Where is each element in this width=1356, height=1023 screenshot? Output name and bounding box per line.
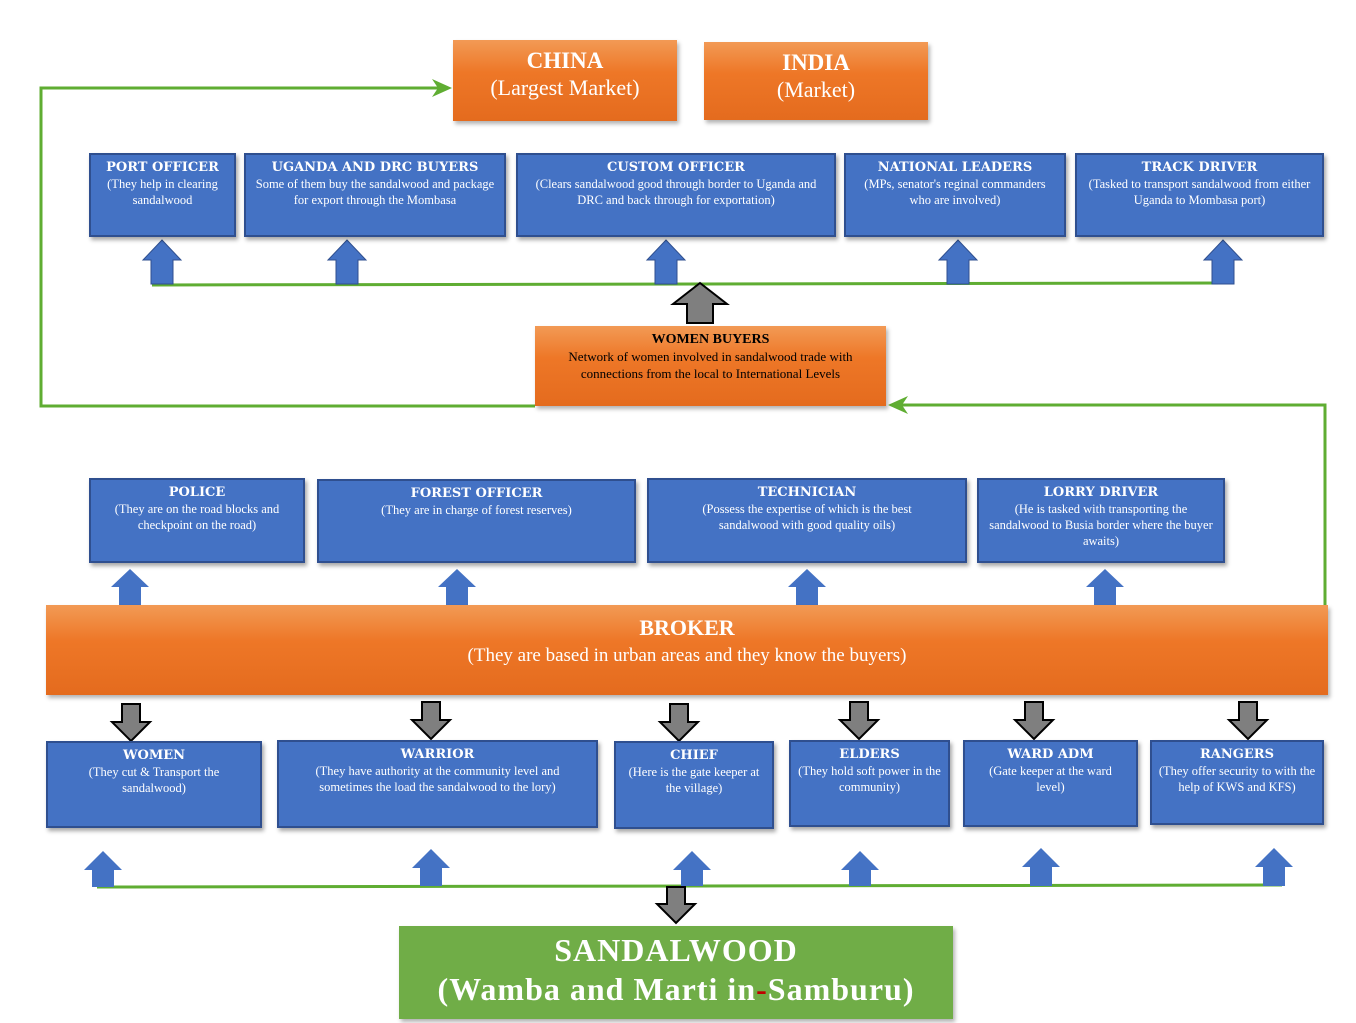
- actor-women: WOMEN (They cut & Transport the sandalwo…: [46, 741, 262, 828]
- actor-forest-officer: FOREST OFFICER (They are in charge of fo…: [317, 479, 636, 563]
- actor-title: WOMEN: [122, 748, 186, 763]
- up-arrow-lorry-driver: [1086, 569, 1124, 605]
- women-buyers-desc: Network of women involved in sandalwood …: [568, 349, 853, 381]
- actor-desc: (They cut & Transport the sandalwood): [88, 765, 220, 795]
- actor-desc: (They have authority at the community le…: [315, 764, 560, 794]
- actor-elders: ELDERS (They hold soft power in the comm…: [789, 740, 950, 827]
- sandalwood-source: SANDALWOOD (Wamba and Marti in-Samburu): [399, 926, 953, 1019]
- actor-rangers: RANGERS (They offer security to with the…: [1150, 740, 1324, 825]
- actor-title: LORRY DRIVER: [1043, 485, 1159, 500]
- market-india: INDIA (Market): [704, 42, 928, 120]
- up-arrow-rangers-local: [1255, 848, 1293, 886]
- flow-line-broker-to-women-buyers: [900, 403, 1327, 605]
- broker-desc: (They are based in urban areas and they …: [467, 645, 907, 666]
- down-arrow-ward-adm: [1012, 701, 1056, 741]
- flow-arrowhead-to-china: [432, 79, 452, 97]
- actor-desc: (Tasked to transport sandalwood from eit…: [1088, 177, 1311, 207]
- actor-title: POLICE: [168, 485, 226, 500]
- actor-desc: (They are in charge of forest reserves): [381, 503, 572, 517]
- actor-uganda-drc-buyers: UGANDA AND DRC BUYERS Some of them buy t…: [244, 153, 506, 237]
- up-arrow-port-officer: [141, 239, 183, 285]
- sandalwood-location: (Wamba and Marti in-Samburu): [399, 971, 953, 1008]
- sandalwood-location-b: Samburu): [767, 971, 915, 1007]
- actor-desc: (They hold soft power in the community): [798, 764, 941, 794]
- actor-title: ELDERS: [839, 747, 900, 762]
- actor-lorry-driver: LORRY DRIVER (He is tasked with transpor…: [977, 478, 1225, 563]
- flow-line-women-buyers-to-china: [39, 86, 535, 408]
- up-arrow-warrior-local: [412, 849, 450, 886]
- actor-port-officer: PORT OFFICER (They help in clearing sand…: [89, 153, 236, 237]
- actor-title: WARD ADM: [1007, 747, 1094, 762]
- actor-desc: (Here is the gate keeper at the village): [628, 765, 760, 795]
- actor-desc: (He is tasked with transporting the sand…: [989, 502, 1213, 548]
- actor-desc: Some of them buy the sandalwood and pack…: [255, 177, 495, 207]
- sandalwood-location-dash: -: [756, 971, 768, 1007]
- actor-title: UGANDA AND DRC BUYERS: [271, 160, 479, 175]
- actor-title: TRACK DRIVER: [1141, 160, 1258, 175]
- actor-title: CHIEF: [670, 748, 718, 763]
- actor-police: POLICE (They are on the road blocks and …: [89, 478, 305, 563]
- down-arrow-women: [109, 703, 153, 743]
- up-arrow-women-buyers: [670, 281, 730, 324]
- market-china-note: (Largest Market): [490, 75, 640, 100]
- down-arrow-elders: [837, 701, 881, 741]
- women-buyers: WOMEN BUYERS Network of women involved i…: [535, 326, 886, 406]
- actor-title: TECHNICIAN: [757, 485, 857, 500]
- actor-technician: TECHNICIAN (Possess the expertise of whi…: [647, 478, 967, 563]
- market-india-note: (Market): [776, 77, 856, 102]
- actor-title: NATIONAL LEADERS: [877, 160, 1033, 175]
- actor-desc: (Possess the expertise of which is the b…: [702, 502, 912, 532]
- broker: BROKER (They are based in urban areas an…: [46, 605, 1328, 695]
- actor-custom-officer: CUSTOM OFFICER (Clears sandalwood good t…: [516, 153, 836, 237]
- distribution-line-export: [151, 281, 1228, 287]
- down-arrow-chief: [657, 703, 701, 743]
- up-arrow-uganda-drc: [326, 239, 368, 285]
- down-arrow-sandalwood: [654, 886, 698, 925]
- market-china-name: CHINA: [526, 48, 604, 73]
- actor-desc: (Gate keeper at the ward level): [989, 764, 1112, 794]
- actor-desc: (MPs, senator's reginal commanders who a…: [864, 177, 1046, 207]
- actor-title: RANGERS: [1200, 747, 1274, 762]
- actor-title: CUSTOM OFFICER: [607, 160, 745, 175]
- up-arrow-women-local: [84, 851, 122, 887]
- market-india-name: INDIA: [782, 50, 850, 75]
- sandalwood-title: SANDALWOOD: [554, 932, 798, 968]
- down-arrow-warrior: [409, 701, 453, 741]
- actor-title: FOREST OFFICER: [410, 486, 543, 501]
- flow-arrowhead-to-women-buyers: [888, 396, 908, 414]
- up-arrow-forest-officer: [438, 569, 476, 605]
- actor-warrior: WARRIOR (They have authority at the comm…: [277, 740, 598, 828]
- up-arrow-chief-local: [673, 851, 711, 886]
- broker-title: BROKER: [639, 615, 735, 640]
- actor-chief: CHIEF (Here is the gate keeper at the vi…: [614, 741, 774, 829]
- up-arrow-technician: [788, 569, 826, 605]
- up-arrow-track-driver: [1202, 239, 1244, 285]
- actor-title: PORT OFFICER: [106, 160, 219, 175]
- actor-desc: (They offer security to with the help of…: [1158, 764, 1316, 794]
- actor-title: WARRIOR: [400, 747, 475, 762]
- actor-ward-adm: WARD ADM (Gate keeper at the ward level): [963, 740, 1138, 827]
- up-arrow-ward-adm-local: [1022, 848, 1060, 886]
- women-buyers-title: WOMEN BUYERS: [651, 332, 770, 347]
- actor-track-driver: TRACK DRIVER (Tasked to transport sandal…: [1075, 153, 1324, 237]
- up-arrow-police: [111, 569, 149, 605]
- actor-national-leaders: NATIONAL LEADERS (MPs, senator's reginal…: [844, 153, 1066, 237]
- up-arrow-elders-local: [841, 851, 879, 886]
- market-china: CHINA (Largest Market): [453, 40, 677, 121]
- actor-desc: (They help in clearing sandalwood: [107, 177, 218, 207]
- up-arrow-custom-officer: [645, 239, 687, 285]
- up-arrow-national-leaders: [937, 239, 979, 285]
- actor-desc: (Clears sandalwood good through border t…: [535, 177, 817, 207]
- sandalwood-location-a: (Wamba and Marti in: [437, 971, 757, 1007]
- actor-desc: (They are on the road blocks and checkpo…: [114, 502, 280, 532]
- down-arrow-rangers: [1226, 701, 1270, 741]
